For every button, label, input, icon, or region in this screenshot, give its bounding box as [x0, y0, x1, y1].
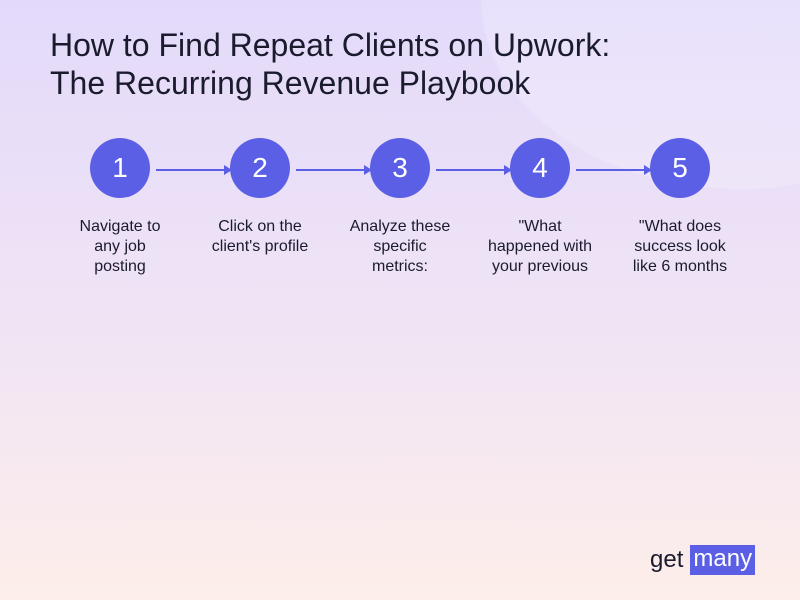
step-4: 4 "What happened with your previous [475, 138, 605, 277]
step-label-line: success look [634, 238, 726, 255]
arrow-icon [156, 165, 232, 175]
title-line-2: The Recurring Revenue Playbook [50, 65, 531, 101]
step-label-line: posting [94, 258, 146, 275]
step-label-line: your previous [491, 258, 589, 275]
step-label: "What happened with your previous [475, 217, 605, 277]
step-label-line: metrics: [372, 258, 428, 275]
step-5: 5 "What does success look like 6 months [615, 138, 745, 277]
step-label-line: any job [94, 238, 146, 255]
logo-text-get: get [650, 546, 684, 573]
step-number-circle: 3 [370, 138, 430, 198]
step-label-line: happened with [487, 238, 593, 255]
step-label: Click on the client's profile [195, 217, 325, 257]
step-label-line: "What does [638, 218, 722, 235]
logo-text-many: many [690, 545, 756, 575]
step-label: Analyze these specific metrics: [335, 217, 465, 277]
arrow-icon [296, 165, 372, 175]
step-label-line: like 6 months [632, 258, 728, 275]
step-label-line: specific [373, 238, 427, 255]
step-label-line: Navigate to [79, 218, 161, 235]
title-line-1: How to Find Repeat Clients on Upwork: [50, 27, 611, 63]
step-label: Navigate to any job posting [55, 217, 185, 277]
step-label-line: "What [518, 218, 562, 235]
logo: get many [650, 545, 756, 575]
arrow-icon [436, 165, 512, 175]
step-number-circle: 2 [230, 138, 290, 198]
step-label: "What does success look like 6 months [615, 217, 745, 277]
page-title: How to Find Repeat Clients on Upwork: Th… [50, 26, 610, 102]
step-label-line: client's profile [211, 238, 309, 255]
step-number-circle: 1 [90, 138, 150, 198]
step-label-line: Click on the [218, 218, 302, 235]
step-number-circle: 5 [650, 138, 710, 198]
step-number-circle: 4 [510, 138, 570, 198]
arrow-icon [576, 165, 652, 175]
step-label-line: Analyze these [349, 218, 451, 235]
